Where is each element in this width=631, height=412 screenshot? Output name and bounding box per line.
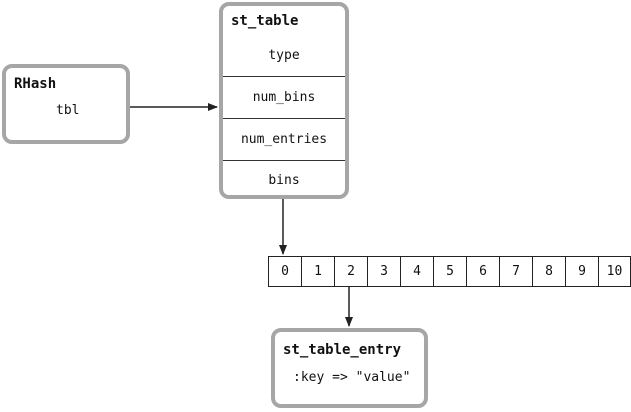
bin-cell: 3 <box>368 257 401 286</box>
st-table-entry-content: :key => "value" <box>293 370 411 385</box>
bin-cell: 5 <box>434 257 467 286</box>
bin-cell: 0 <box>269 257 302 286</box>
st-table-field-num-entries: num_entries <box>223 118 345 160</box>
bins-array: 0 1 2 3 4 5 6 7 8 9 10 <box>268 256 631 287</box>
bin-cell: 7 <box>500 257 533 286</box>
st-table-title: st_table <box>231 13 299 29</box>
rhash-tbl-field: tbl <box>56 103 80 118</box>
bin-cell: 1 <box>302 257 335 286</box>
bin-cell: 4 <box>401 257 434 286</box>
bin-cell: 10 <box>606 264 623 279</box>
bin-cell: 2 <box>335 257 368 286</box>
st-table-entry-box: st_table_entry :key => "value" <box>271 328 428 408</box>
bin-cell: 9 <box>566 257 599 286</box>
rhash-title: RHash <box>14 76 57 92</box>
rhash-box: RHash tbl <box>2 64 130 144</box>
st-table-field-num-bins: num_bins <box>223 76 345 118</box>
st-table-box: st_table type num_bins num_entries bins <box>219 2 349 199</box>
st-table-field-bins: bins <box>223 160 345 199</box>
st-table-entry-title: st_table_entry <box>283 342 402 358</box>
st-table-field-type: type <box>268 48 300 63</box>
bin-cell: 8 <box>533 257 566 286</box>
bin-cell: 6 <box>467 257 500 286</box>
